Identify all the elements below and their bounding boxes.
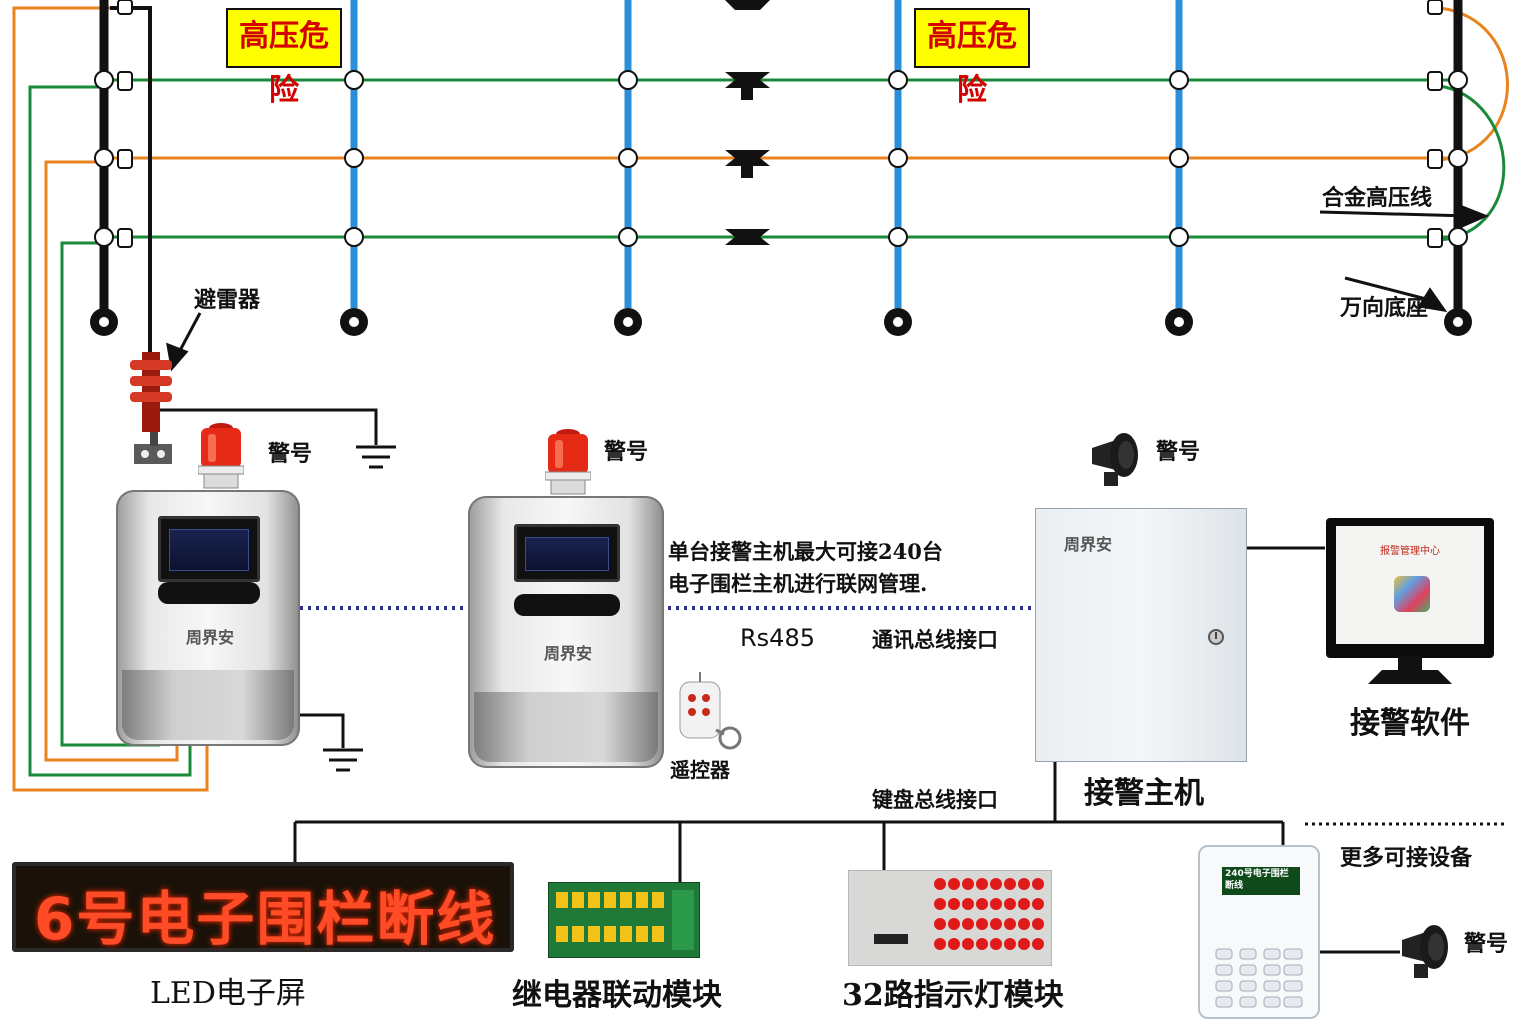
alarm-main-host: 周界安 [1035,508,1247,762]
tension-springs [725,0,770,245]
alarm-label-3: 警号 [1156,439,1201,465]
more-devices-label: 更多可接设备 [1340,845,1473,871]
right-loop-orange [1439,6,1509,162]
arrester-lead [110,6,152,355]
warning-sign-1: 高压危险 [226,8,342,108]
relay-board-icon [548,882,700,958]
alarm-label-2: 警号 [604,439,649,465]
network-note-line1: 单台接警主机最大可接240台 [668,539,943,564]
controller-2-brand: 周界安 [544,644,593,663]
lock-icon [1208,629,1224,645]
relay-label: 继电器联动模块 [512,978,722,1013]
universal-base-label: 万向底座 [1340,296,1429,321]
ground-symbol-2 [323,748,363,772]
led-display: 6号电子围栏断线 [12,862,514,953]
keyboard-bus [293,760,1285,882]
comm-bus-label: 通讯总线接口 [872,627,998,652]
main-host-brand: 周界安 [1064,535,1113,554]
monitor-map-graphic [1394,576,1430,612]
indicator-label: 32路指示灯模块 [842,978,1064,1013]
monitor-stand [1368,656,1452,684]
controller-1-screen [158,516,260,582]
monitor-title: 报警管理中心 [1380,546,1440,557]
lightning-arrester-label: 避雷器 [194,287,261,313]
network-note-line2: 电子围栏主机进行联网管理. [668,571,928,596]
fence-wires [105,78,1455,239]
keyboard-bus-label: 键盘总线接口 [872,787,998,812]
remote-control-icon [679,672,742,750]
alloy-wire-label: 合金高压线 [1322,186,1433,211]
intermediate-posts [340,0,1193,336]
alarm-label-4: 警号 [1464,931,1509,957]
remote-label: 遥控器 [670,758,730,782]
led-message: 6号电子围栏断线 [34,885,497,953]
controller-1-keypad[interactable] [158,582,260,604]
monitor-screen: 报警管理中心 [1336,526,1484,644]
arrester-ground-lead [160,408,378,445]
fence-controller-1: 周界安 [116,490,300,746]
keypad-screen: 240号电子围栏 断线 [1222,867,1300,895]
alarm-beacon-1-icon [198,423,244,489]
controller-2-keypad[interactable] [514,594,620,616]
keypad-buttons[interactable] [1214,947,1304,1013]
software-label: 接警软件 [1350,706,1470,741]
right-loop-green [1439,84,1506,242]
ground-symbol-1 [356,445,396,469]
indicator-module-icon [848,870,1052,966]
siren-1-icon [1092,433,1138,486]
controller-2-screen [514,524,620,582]
siren-2-icon [1402,925,1448,978]
keypad-screen-line1: 240号电子围栏 [1225,869,1289,879]
alarm-label-1: 警号 [268,441,313,467]
insulators [94,0,1468,248]
controller-ground-lead [300,713,345,748]
alarm-software-monitor: 报警管理中心 [1326,518,1494,658]
feed-wires [12,6,209,792]
lightning-arrester [130,352,172,464]
controller-1-brand: 周界安 [186,628,235,647]
keypad-screen-line2: 断线 [1225,881,1244,891]
fence-controller-2: 周界安 [468,496,664,768]
rs485-label: Rs485 [740,624,815,652]
warning-sign-2: 高压危险 [914,8,1030,108]
main-host-label: 接警主机 [1084,776,1204,811]
led-label: LED电子屏 [150,976,306,1011]
lcd-keypad[interactable]: 240号电子围栏 断线 [1198,845,1320,1019]
label-arrows [166,204,1489,372]
alarm-beacon-2-icon [545,429,591,495]
